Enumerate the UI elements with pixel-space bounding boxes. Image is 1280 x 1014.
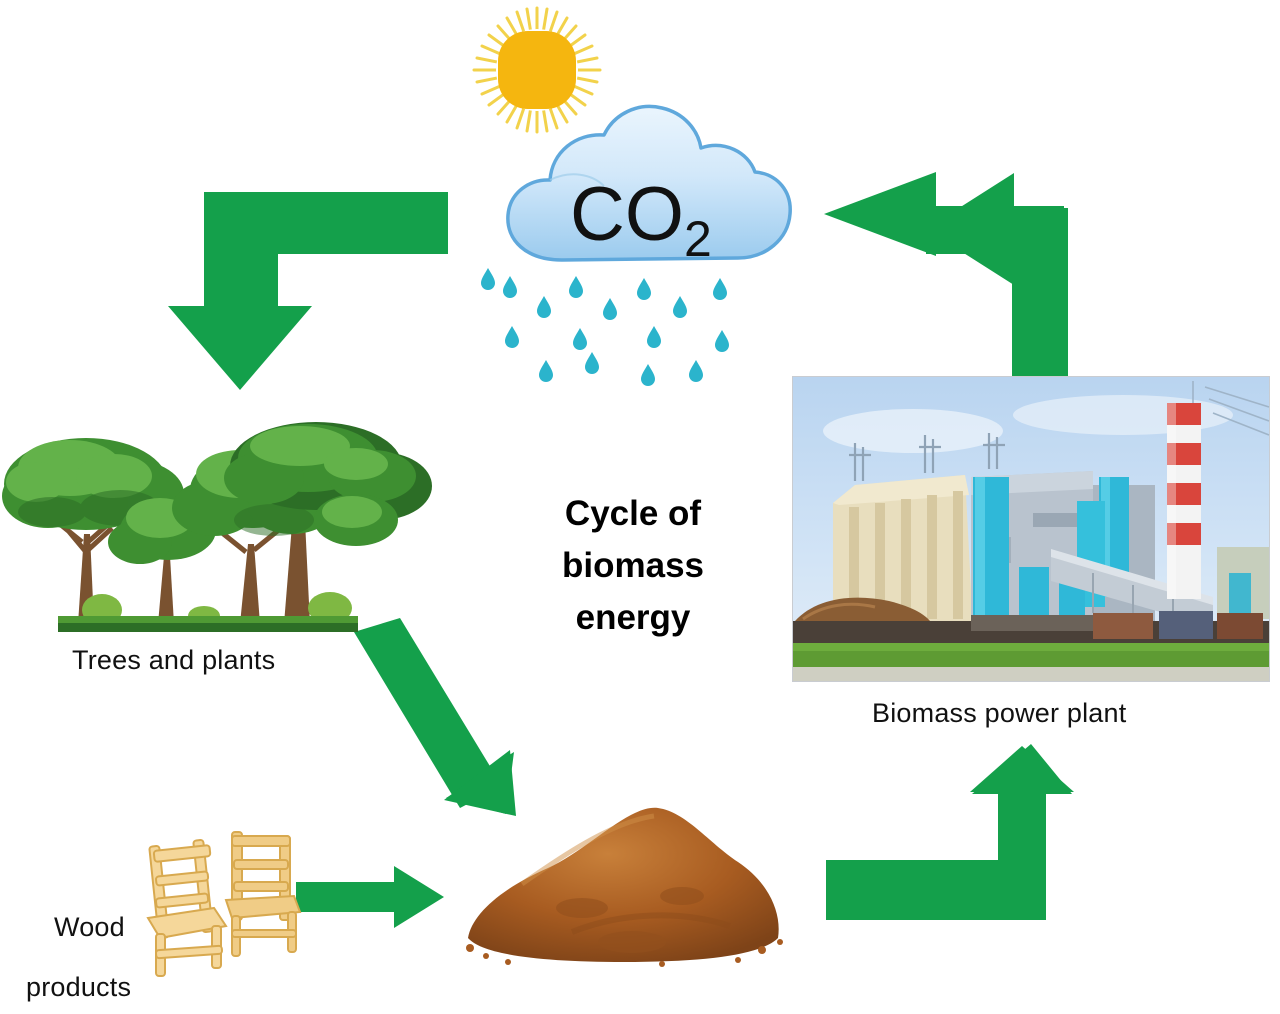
arrow-wood-to-sawdust: [296, 862, 446, 932]
title-line-1: Cycle of: [564, 494, 702, 533]
sawdust-pile-icon: [462, 792, 786, 970]
sun-icon: [452, 2, 622, 137]
arrow-trees-to-sawdust: [330, 618, 560, 828]
biomass-power-plant-photo: [792, 376, 1270, 682]
title-line-3: energy: [575, 598, 691, 637]
wood-products-label-line-2: products: [26, 972, 132, 1002]
diagram-title: Cycle of biomass energy: [468, 488, 798, 644]
wooden-chairs-icon: [140, 826, 310, 977]
arrow-sawdust-to-plant: [826, 744, 1076, 924]
power-plant-label: Biomass power plant: [872, 698, 1127, 728]
title-line-2: biomass: [562, 546, 704, 585]
arrow-co2-to-trees: [168, 186, 458, 396]
raindrops-icon: [481, 268, 758, 403]
wood-products-label-line-1: Wood: [54, 912, 125, 942]
trees-icon: [2, 422, 432, 640]
co2-cloud-icon: CO2: [492, 100, 797, 290]
trees-label: Trees and plants: [72, 645, 276, 675]
arrow-plant-to-co2: [806, 168, 1076, 383]
